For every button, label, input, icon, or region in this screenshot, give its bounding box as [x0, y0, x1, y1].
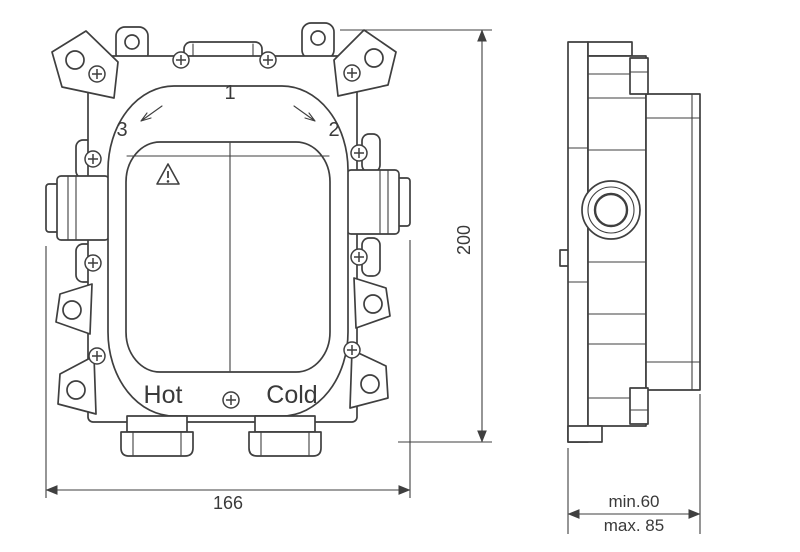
port-label-top: 1 — [224, 82, 235, 104]
dimension-height: 200 — [340, 29, 492, 443]
flange-seams — [567, 147, 589, 283]
body-seams — [587, 73, 647, 399]
mounting-ear — [51, 30, 119, 99]
side-port-circle — [581, 180, 641, 240]
cartridge-area — [125, 141, 331, 373]
dimension-label-depth-max: max. 85 — [604, 516, 664, 535]
side-view — [559, 41, 701, 443]
fixing-bolt-bottom — [629, 387, 649, 425]
front-flange-profile — [567, 41, 589, 443]
screw-icon — [84, 254, 102, 272]
bottom-foot-profile — [567, 425, 603, 443]
screw-icon — [222, 391, 240, 409]
mounting-hole — [124, 34, 140, 50]
cold-label: Cold — [266, 381, 317, 409]
inlet-connector-left — [45, 175, 110, 241]
dimension-width: 166 — [45, 240, 411, 513]
back-box-seams — [645, 93, 701, 391]
mounting-hole — [360, 374, 380, 394]
screw-icon — [259, 51, 277, 69]
mounting-hole — [66, 380, 86, 400]
screw-icon — [350, 144, 368, 162]
dimension-label-height: 200 — [454, 225, 474, 255]
port-label-left: 3 — [116, 119, 127, 141]
mounting-ear — [333, 29, 397, 97]
dimension-label-width: 166 — [213, 493, 243, 513]
warning-triangle-icon — [156, 163, 180, 185]
mounting-hole — [364, 48, 384, 68]
screw-icon — [88, 65, 106, 83]
back-box-profile — [645, 93, 701, 391]
dimension-label-depth-min: min.60 — [608, 492, 659, 511]
bottom-connector-cold — [248, 415, 322, 457]
inlet-connector-right — [346, 169, 411, 235]
screw-icon — [343, 64, 361, 82]
flow-arrow-left-icon — [140, 105, 163, 122]
flow-arrow-right-icon — [293, 105, 316, 122]
hot-label: Hot — [144, 381, 183, 409]
screw-icon — [172, 51, 190, 69]
top-cap-profile — [587, 41, 633, 57]
port-label-right: 2 — [328, 119, 339, 141]
mounting-hole — [65, 50, 85, 70]
screw-icon — [88, 347, 106, 365]
mounting-hole — [310, 30, 326, 46]
mounting-hole — [363, 294, 383, 314]
screw-icon — [343, 341, 361, 359]
screw-icon — [350, 248, 368, 266]
front-view: 1 3 2 Hot Cold — [45, 22, 411, 457]
dimension-depth: min.60 max. 85 — [567, 394, 701, 535]
fixing-bolt-top — [629, 57, 649, 95]
bottom-connector-hot — [120, 415, 194, 457]
body-profile — [587, 55, 647, 427]
mounting-hole — [62, 300, 82, 320]
screw-icon — [84, 150, 102, 168]
